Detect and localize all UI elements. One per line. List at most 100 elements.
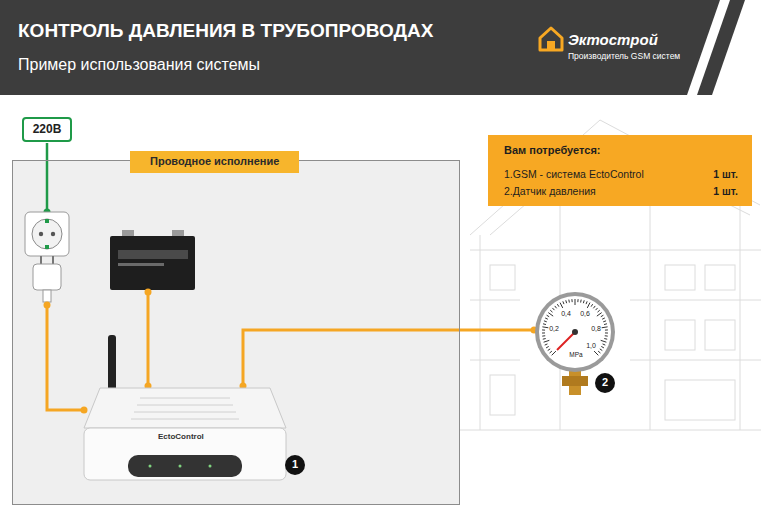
panel-fill [12,160,460,505]
pressure-gauge [535,292,615,395]
gsm-router [209,465,212,468]
pressure-gauge [543,323,546,325]
building-sketch [705,265,735,290]
gauge-scale: 0,2 [549,325,559,333]
power-socket [51,232,55,236]
pressure-gauge [548,349,550,351]
pressure-gauge [602,318,605,319]
power-plug [43,290,51,302]
pressure-gauge [603,321,606,322]
pressure-gauge [605,329,608,330]
power-socket [39,232,43,236]
requirements-heading: Вам потребуется: [504,144,600,157]
requirement-qty: 1 шт. [713,185,738,198]
voltage-box: 220В [22,117,72,142]
logo-tagline: Производитель GSM систем [568,51,680,61]
pressure-gauge [548,313,553,317]
building-sketch [630,360,761,361]
pressure-gauge [597,313,602,317]
wire-dot [145,289,152,296]
power-plug [40,256,42,264]
requirement-qty: 1 шт. [713,168,738,181]
gauge-scale: 0,4 [561,310,571,318]
pressure-gauge [543,338,546,340]
voltage-label: 220В [33,122,62,136]
gsm-router [134,412,236,413]
building-sketch [460,430,761,431]
building-sketch [470,250,761,251]
building-sketch [470,120,760,235]
pressure-gauge [600,349,602,351]
device-logo: EctoControl [158,432,204,442]
battery [118,250,188,259]
gsm-router [140,398,230,399]
pressure-gauge [557,304,559,307]
pressure-gauge [577,299,578,302]
pressure-gauge [565,300,567,303]
requirement-item: 2.Датчик давления [504,185,596,198]
gsm-router [84,428,286,480]
building-sketch [665,320,695,350]
building-sketch [630,300,761,301]
building-sketch [490,265,515,290]
wired-panel: Проводное исполнение [12,160,460,505]
requirements-box: Вам потребуется:1.GSM - система EctoCont… [488,135,752,206]
power-plug [33,256,61,302]
pressure-gauge [594,351,598,355]
pressure-gauge [575,299,576,305]
callout-number: 2 [602,376,608,389]
gsm-router [179,465,182,468]
pressure-gauge [605,335,608,336]
pressure-gauge [542,332,545,333]
gauge-scale: 1,0 [586,342,596,350]
building-sketch [665,380,735,420]
pressure-gauge [545,318,548,319]
building-sketch [470,300,520,301]
wire-dot [44,302,51,309]
power-plug [52,256,54,264]
orange-wire [147,292,150,386]
gsm-router [84,335,286,480]
pressure-gauge [598,351,600,353]
power-socket [45,219,49,223]
power-socket [25,212,69,256]
pressure-gauge [550,351,552,353]
pressure-gauge [601,315,604,317]
pressure-gauge [542,335,545,336]
pressure-gauge [544,340,550,342]
power-socket [32,219,62,249]
power-socket [45,245,49,249]
header-bar [0,0,745,95]
subtitle: Пример использования системы [18,55,260,74]
battery [110,230,195,290]
power-plug [33,264,61,290]
pressure-gauge [542,326,548,328]
gsm-router [131,419,239,420]
page-title: КОНТРОЛЬ ДАВЛЕНИЯ В ТРУБОПРОВОДАХ [18,20,433,43]
header-bar [687,0,730,95]
pressure-gauge [560,303,563,308]
pressure-gauge [603,344,606,345]
gauge-scale: 0,6 [580,310,590,318]
power-socket [25,212,69,256]
pressure-gauge [546,346,549,347]
callout-circle [285,455,305,475]
pressure-gauge [550,310,552,312]
pressure-gauge [572,329,578,335]
building-sketch [665,265,695,290]
pressure-gauge [591,304,593,307]
pressure-gauge [583,300,585,303]
pressure-gauge [605,332,608,333]
logo-house-icon [540,28,562,50]
pressure-gauge [602,326,608,328]
pressure-gauge [557,332,575,350]
building-sketch [460,120,761,430]
building-sketch [740,205,741,430]
pressure-gauge [539,296,611,368]
header-bar [0,0,745,95]
pressure-gauge [601,340,607,342]
pressure-gauge [542,329,545,330]
building-sketch [490,375,515,415]
logo-house-icon [540,28,562,50]
